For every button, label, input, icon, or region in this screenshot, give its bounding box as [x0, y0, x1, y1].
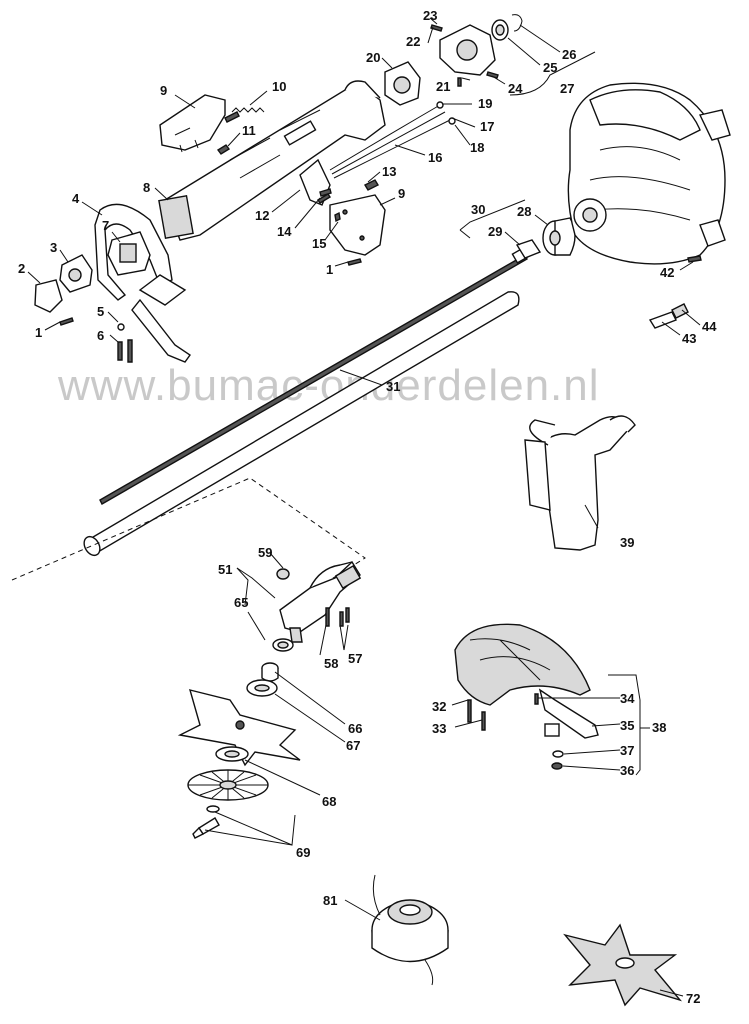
shoulder-harness [524, 415, 636, 551]
washer-68 [215, 746, 249, 762]
label-3: 3 [50, 240, 57, 255]
loop-handle [94, 203, 191, 363]
label-8: 8 [143, 180, 150, 195]
grip-7 [107, 231, 151, 276]
spacer-66 [261, 662, 279, 682]
label-18: 18 [470, 140, 484, 155]
label-1b: 1 [326, 262, 333, 277]
label-66: 66 [348, 721, 362, 736]
small-parts-14-15 [319, 188, 341, 223]
leader-lines [27, 17, 701, 997]
label-36: 36 [620, 763, 634, 778]
label-29: 29 [488, 224, 502, 239]
screw-11 [216, 144, 231, 155]
label-4: 4 [72, 191, 80, 206]
bolts-57-58 [325, 607, 350, 627]
label-21: 21 [436, 79, 450, 94]
label-65: 65 [234, 595, 248, 610]
label-44: 44 [702, 319, 717, 334]
label-24: 24 [508, 81, 523, 96]
label-7: 7 [102, 218, 109, 233]
label-5: 5 [97, 304, 104, 319]
label-1a: 1 [35, 325, 42, 340]
handle-cover-lower [329, 179, 386, 256]
hub-29 [515, 239, 542, 259]
handle-cover-top [159, 94, 226, 153]
label-35: 35 [620, 718, 634, 733]
spark-plug-43-44 [648, 303, 689, 329]
label-39: 39 [620, 535, 634, 550]
bolts-1-5-6 [59, 258, 362, 363]
screw-24 [486, 71, 499, 79]
label-27: 27 [560, 81, 574, 96]
label-57: 57 [348, 651, 362, 666]
label-69: 69 [296, 845, 310, 860]
label-34: 34 [620, 691, 635, 706]
label-19: 19 [478, 96, 492, 111]
clamp-3 [59, 254, 93, 293]
label-72: 72 [686, 991, 700, 1006]
guard-disc-69 [187, 769, 269, 801]
label-58: 58 [324, 656, 338, 671]
part-labels: 9 10 11 8 4 7 3 2 1 5 6 12 13 14 15 9 1 … [18, 8, 717, 1006]
label-6: 6 [97, 328, 104, 343]
label-37: 37 [620, 743, 634, 758]
label-43: 43 [682, 331, 696, 346]
label-31: 31 [386, 379, 400, 394]
label-32: 32 [432, 699, 446, 714]
label-20: 20 [366, 50, 380, 65]
washer-67 [246, 679, 278, 697]
label-15: 15 [312, 236, 326, 251]
brush-blade [563, 923, 683, 1007]
shaft-tube [83, 291, 520, 557]
label-51: 51 [218, 562, 232, 577]
wiring-harness [329, 101, 456, 179]
label-10: 10 [272, 79, 286, 94]
gearhead [276, 560, 362, 643]
spring-10 [224, 107, 265, 123]
label-22: 22 [406, 34, 420, 49]
label-42: 42 [660, 265, 674, 280]
label-2: 2 [18, 261, 25, 276]
bolts-32-33 [467, 693, 539, 731]
label-68: 68 [322, 794, 336, 809]
label-13: 13 [382, 164, 396, 179]
engine [567, 82, 731, 265]
label-23: 23 [423, 8, 437, 23]
gear-housing-21 [430, 24, 496, 87]
label-59: 59 [258, 545, 272, 560]
blade-guard [454, 623, 599, 770]
label-38: 38 [652, 720, 666, 735]
gearhead-assembly-outline [11, 477, 366, 581]
label-81: 81 [323, 893, 337, 908]
label-28: 28 [517, 204, 531, 219]
screw-42 [687, 255, 702, 263]
label-11: 11 [242, 123, 256, 138]
label-16: 16 [428, 150, 442, 165]
blade-cut [177, 689, 301, 767]
label-26: 26 [562, 47, 576, 62]
nut-bolt-69 [192, 805, 220, 839]
label-33: 33 [432, 721, 446, 736]
throttle-trigger [299, 158, 331, 206]
label-17: 17 [480, 119, 494, 134]
knob-2 [34, 279, 63, 313]
label-30: 30 [471, 202, 485, 217]
clutch-housing-20 [384, 61, 421, 106]
label-14: 14 [277, 224, 292, 239]
bearing-25-26 [491, 14, 523, 41]
clutch-drum-28 [542, 217, 576, 256]
label-9b: 9 [398, 186, 405, 201]
label-67: 67 [346, 738, 360, 753]
label-25: 25 [543, 60, 557, 75]
main-handle [158, 80, 386, 241]
label-12: 12 [255, 208, 269, 223]
label-9a: 9 [160, 83, 167, 98]
trimmer-head [371, 874, 449, 986]
seal-65 [272, 638, 294, 652]
